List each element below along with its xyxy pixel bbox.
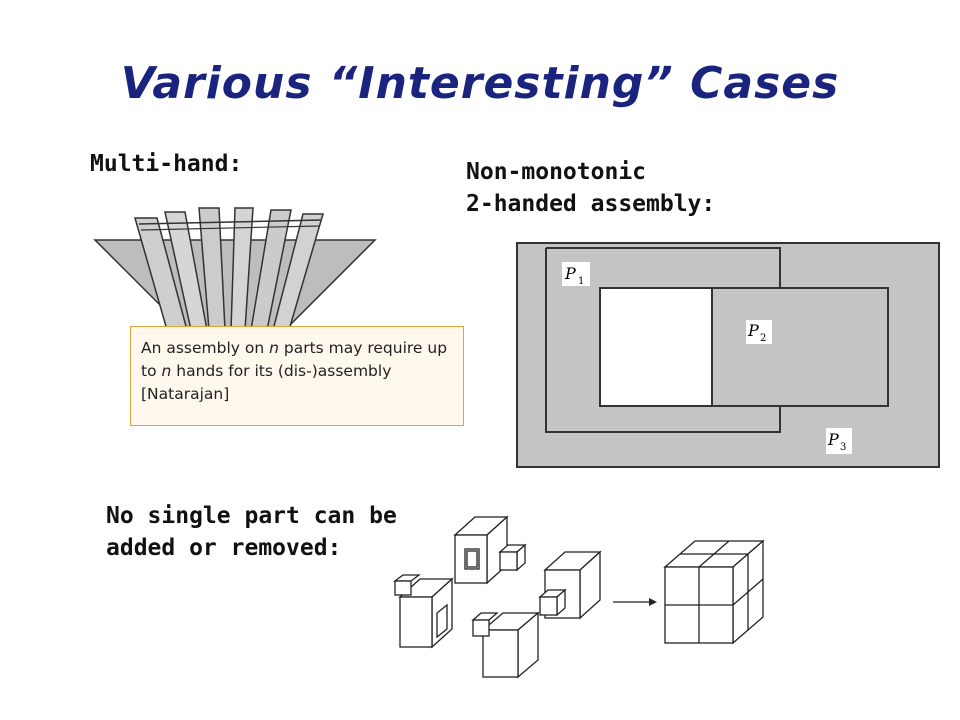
non-monotonic-heading-line1: Non-monotonic [466,159,647,185]
slide-title: Various “Interesting” Cases [120,58,840,109]
p1-label-base: P [564,264,576,283]
p3-label-base: P [827,430,839,449]
non-monotonic-heading: Non-monotonic 2-handed assembly: [466,156,715,220]
multi-hand-figure [93,207,377,331]
note-n-variable: n [269,339,279,357]
part-p2 [711,287,889,407]
no-single-part-heading: No single part can be added or removed: [106,500,397,564]
p2-label-base: P [747,321,759,340]
note-text: parts may require up to [141,339,448,380]
note-n-variable: n [161,362,172,380]
p3-label-sub: 3 [840,442,846,453]
assembled-cube [663,539,765,645]
multi-hand-heading: Multi-hand: [90,151,243,177]
non-monotonic-figure: P 1 P 2 P 3 [516,242,940,468]
small-cube-bottom [471,612,499,637]
non-monotonic-heading-line2: 2-handed assembly: [466,191,716,217]
no-single-part-heading-line2: added or removed: [106,535,342,561]
multi-hand-crossbar [140,225,320,231]
small-cube-top [498,543,527,572]
p2-label: P 2 [746,320,772,344]
multi-hand-crossbar [138,219,322,225]
p1-label: P 1 [562,262,590,287]
small-cube-left [393,574,421,596]
cube-part-bottom [481,611,540,679]
note-text: An assembly on [141,339,270,357]
small-cube-right [538,588,567,617]
cube-part-top [453,515,509,585]
p1-cavity [599,287,713,407]
cube-assembly-figure [393,515,765,679]
cube-part-left [398,577,454,649]
p2-label-sub: 2 [760,333,766,344]
p3-label: P 3 [826,428,852,454]
no-single-part-heading-line1: No single part can be [106,503,397,529]
part-p1 [545,247,781,433]
assembly-arrowhead [649,598,657,606]
note-text: hands for its (dis-)assembly [Natarajan] [141,362,392,403]
multi-hand-note: An assembly on n parts may require up to… [130,326,464,426]
p1-label-sub: 1 [578,276,584,287]
